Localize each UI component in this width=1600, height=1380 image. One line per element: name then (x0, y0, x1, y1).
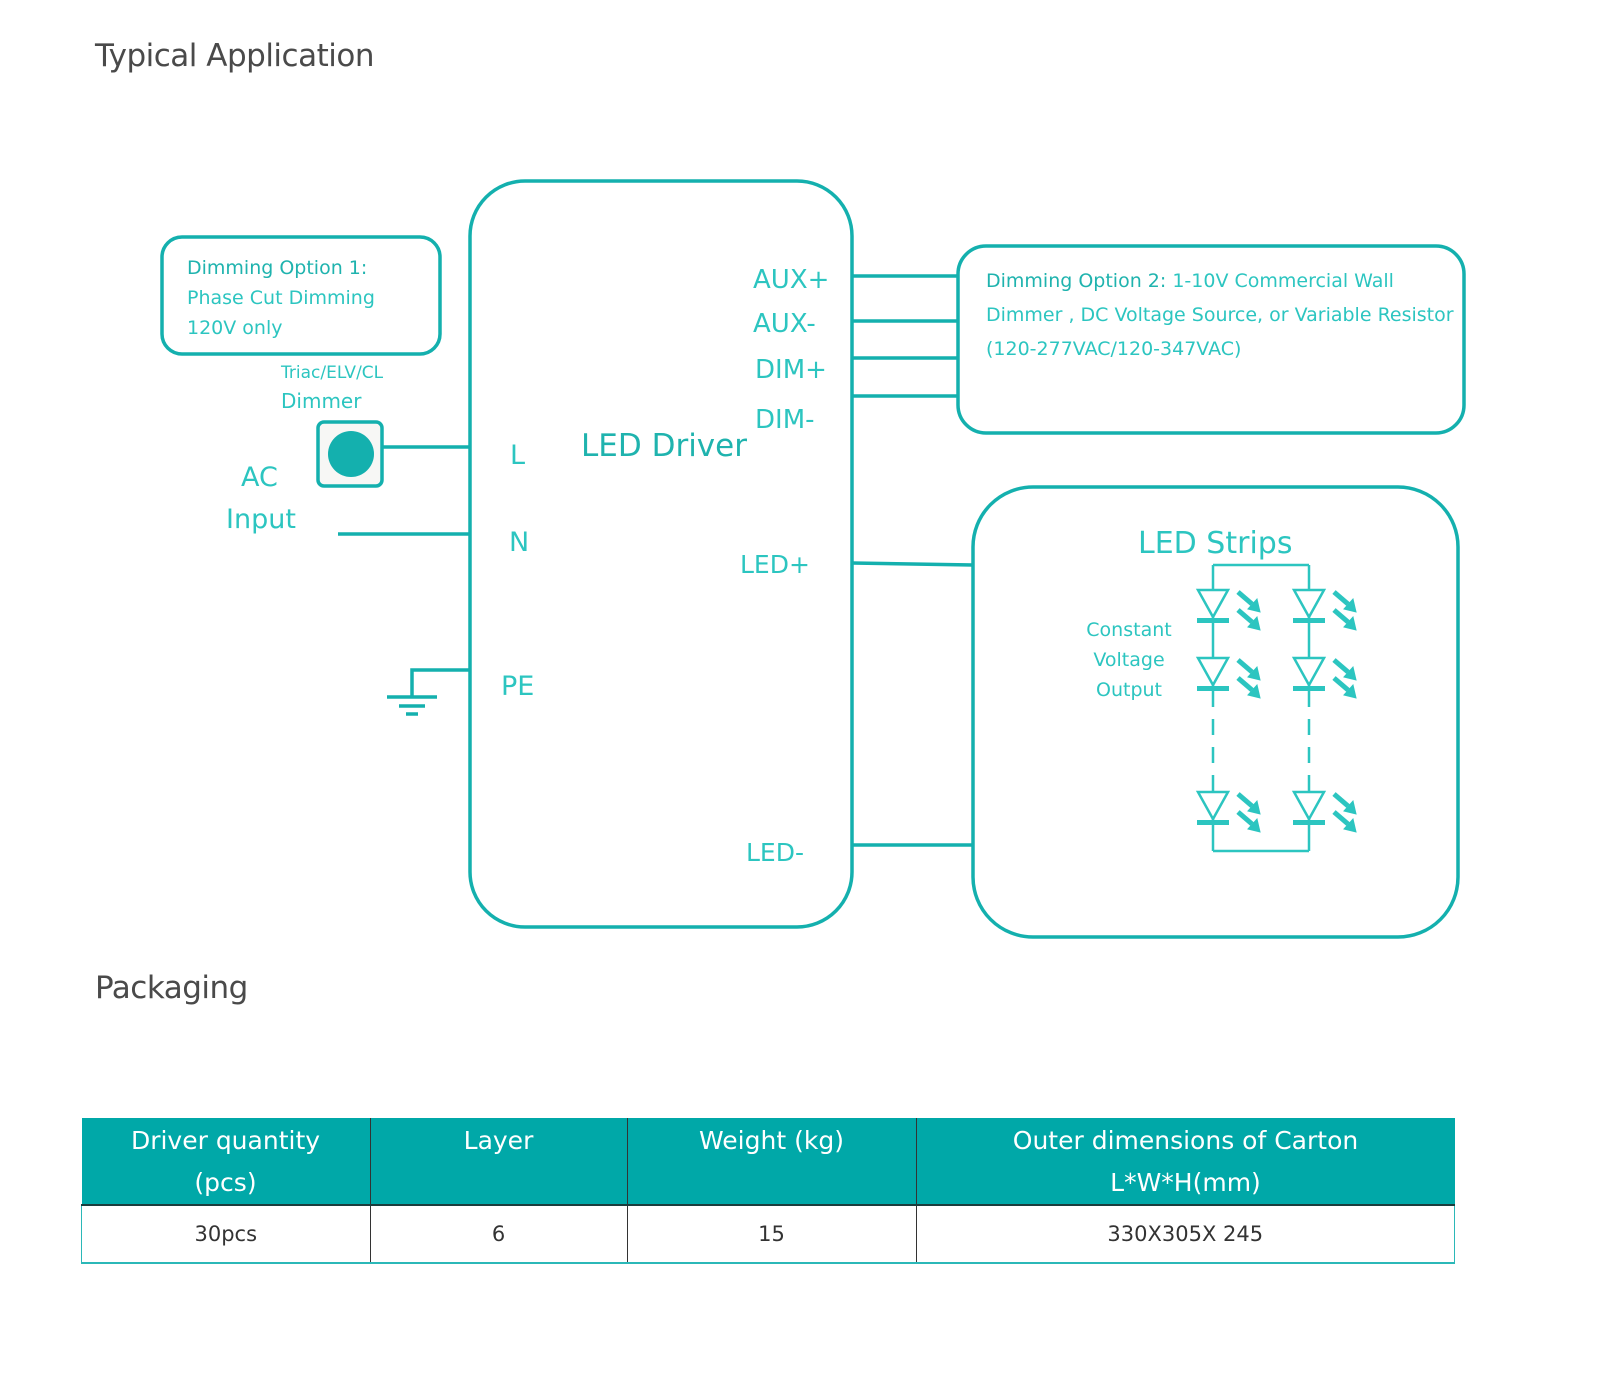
cell-driver-quantity: 30pcs (81, 1205, 370, 1263)
light-emission-arrow-icon (1332, 658, 1350, 674)
light-emission-arrow-icon (1236, 676, 1254, 692)
dimming-option-2-line2: Dimmer , DC Voltage Source, or Variable … (986, 304, 1454, 326)
light-emission-arrow-icon (1332, 810, 1350, 826)
terminal-aux-minus: AUX- (753, 309, 816, 339)
wires (338, 274, 974, 847)
led-diode-icon (1195, 790, 1231, 822)
header-outer-dimensions: Outer dimensions of Carton L*W*H(mm) (915, 1118, 1455, 1206)
light-emission-arrow-icon (1236, 792, 1254, 808)
light-emission-arrow-icon (1332, 792, 1350, 808)
wire-pe (410, 668, 470, 697)
light-emission-arrowhead-icon (1343, 799, 1357, 815)
led-diode-icon (1291, 790, 1327, 822)
terminal-n: N (509, 527, 529, 558)
led-driver-title: LED Driver (581, 428, 747, 464)
header-outer-dimensions-line1: Outer dimensions of Carton (1012, 1126, 1359, 1155)
dimming-option-2-line1-rest: 1-10V Commercial Wall (1166, 270, 1394, 292)
cell-weight: 15 (626, 1205, 916, 1263)
wiring-diagram: Dimming Option 1: Phase Cut Dimming 120V… (160, 179, 1466, 939)
header-outer-dimensions-line2: L*W*H(mm) (1110, 1168, 1261, 1197)
dimming-option-1-box (160, 235, 442, 356)
dimmer-knob-icon (328, 431, 374, 477)
terminal-aux-plus: AUX+ (753, 265, 829, 295)
packaging-table-header: Driver quantity (pcs) Layer Weight (kg) … (81, 1118, 1455, 1206)
wire-led-plus (851, 561, 974, 567)
led-diode-icon (1195, 588, 1231, 620)
led-diode-icon (1291, 588, 1327, 620)
light-emission-arrow-icon (1236, 810, 1254, 826)
light-emission-arrowhead-icon (1247, 597, 1261, 613)
header-layer-line1: Layer (463, 1126, 534, 1155)
light-emission-arrowhead-icon (1247, 817, 1261, 833)
dimming-option-2-line3: (120-277VAC/120-347VAC) (986, 338, 1241, 360)
packaging-table: Driver quantity (pcs) Layer Weight (kg) … (81, 1118, 1455, 1264)
led-cathode-bar (1197, 820, 1229, 825)
ac-input-label-1: AC (241, 462, 278, 493)
light-emission-arrowhead-icon (1343, 615, 1357, 631)
led-strips-title: LED Strips (1138, 526, 1292, 561)
light-emission-arrowhead-icon (1247, 683, 1261, 699)
cell-layer: 6 (369, 1205, 627, 1263)
light-emission-arrowhead-icon (1343, 817, 1357, 833)
led-diode-icon (1291, 656, 1327, 688)
dimming-option-2-line1: Dimming Option 2: 1-10V Commercial Wall (986, 270, 1394, 292)
light-emission-arrowhead-icon (1343, 597, 1357, 613)
led-cathode-bar (1197, 618, 1229, 623)
terminal-led-minus: LED- (746, 838, 804, 867)
light-emission-arrow-icon (1236, 590, 1254, 606)
light-emission-arrow-icon (1332, 590, 1350, 606)
constant-voltage-caption-1: Constant (1086, 619, 1171, 641)
light-emission-arrowhead-icon (1343, 665, 1357, 681)
dimming-option-1-line3: 120V only (187, 317, 283, 339)
led-cathode-bar (1197, 686, 1229, 691)
light-emission-arrow-icon (1332, 608, 1350, 624)
header-driver-quantity-line1: Driver quantity (130, 1126, 321, 1155)
led-cathode-bar (1293, 820, 1325, 825)
dimming-option-2-box (956, 244, 1466, 435)
led-cathode-bar (1293, 686, 1325, 691)
header-weight-line1: Weight (kg) (699, 1126, 844, 1155)
light-emission-arrow-icon (1236, 608, 1254, 624)
header-weight: Weight (kg) (626, 1118, 916, 1206)
terminal-dim-minus: DIM- (755, 405, 815, 435)
dimmer-label: Dimmer (281, 389, 362, 413)
dimming-option-2-title: Dimming Option 2: (986, 270, 1166, 292)
table-row: 30pcs 6 15 330X305X 245 (81, 1205, 1455, 1263)
packaging-heading: Packaging (95, 970, 248, 1006)
header-layer: Layer (369, 1118, 627, 1206)
light-emission-arrowhead-icon (1247, 615, 1261, 631)
led-diode-icon (1195, 656, 1231, 688)
led-cathode-bar (1293, 618, 1325, 623)
terminal-l: L (510, 440, 525, 471)
terminal-dim-plus: DIM+ (755, 355, 827, 385)
light-emission-arrowhead-icon (1343, 683, 1357, 699)
led-strips-box (971, 485, 1460, 939)
cell-outer-dimensions: 330X305X 245 (915, 1205, 1455, 1263)
terminal-pe: PE (501, 671, 534, 702)
light-emission-arrow-icon (1236, 658, 1254, 674)
led-driver-box (468, 179, 854, 929)
led-strip-schematic (1195, 563, 1357, 853)
typical-application-heading: Typical Application (95, 38, 374, 74)
ac-input-label-2: Input (226, 504, 296, 535)
light-emission-arrowhead-icon (1247, 665, 1261, 681)
header-driver-quantity-line2: (pcs) (194, 1168, 257, 1197)
dimming-option-1-line2: Phase Cut Dimming (187, 287, 375, 309)
terminal-led-plus: LED+ (740, 550, 810, 579)
light-emission-arrowhead-icon (1247, 799, 1261, 815)
constant-voltage-caption-2: Voltage (1093, 649, 1164, 671)
light-emission-arrow-icon (1332, 676, 1350, 692)
constant-voltage-caption-3: Output (1096, 679, 1162, 701)
header-driver-quantity: Driver quantity (pcs) (81, 1118, 370, 1206)
dimming-option-1-title: Dimming Option 1: (187, 257, 367, 279)
dimmer-type-label: Triac/ELV/CL (280, 363, 384, 383)
